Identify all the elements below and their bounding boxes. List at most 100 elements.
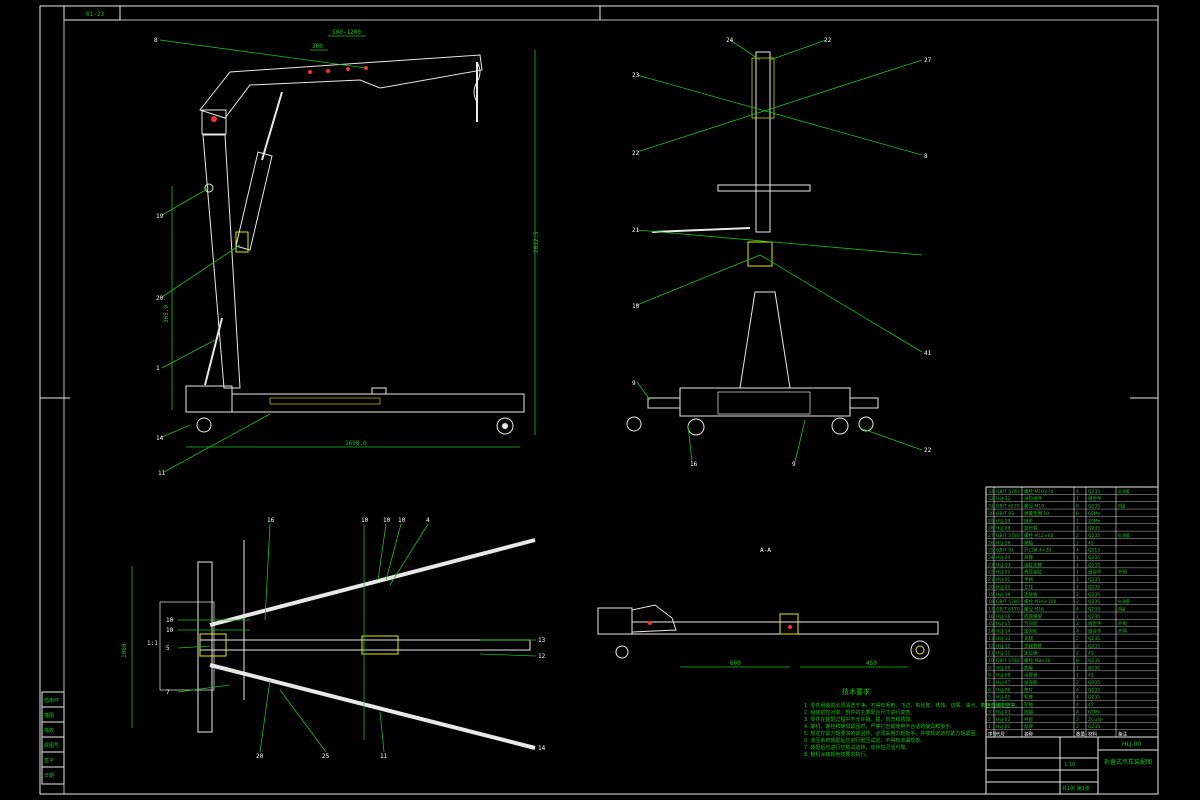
callout-number: 27 xyxy=(924,57,932,64)
front-view[interactable]: 23 22 21 10 9 24 22 27 8 41 22 16 9 xyxy=(626,37,932,468)
bom-cell: 1 xyxy=(1076,496,1079,502)
bom-cell: Q235 xyxy=(1088,607,1100,613)
bom-cell: 外购 xyxy=(1118,569,1127,576)
bom-cell: 液压油缸 xyxy=(1024,569,1042,576)
bom-cell: 16 xyxy=(988,614,994,620)
bom-cell: 底板 xyxy=(1024,664,1033,671)
ram-rod xyxy=(261,91,283,161)
callout-number: 10 xyxy=(166,617,174,624)
bom-cell: 4 xyxy=(1076,709,1079,715)
bom-cell: 4 xyxy=(1076,695,1079,701)
bom-cell: 19 xyxy=(988,592,994,598)
bom-cell: 23 xyxy=(988,562,994,568)
bom-cell: 1 xyxy=(1076,665,1079,671)
bom-cell: 2 xyxy=(1076,643,1079,649)
callout-number: 10 xyxy=(361,517,369,524)
leader xyxy=(161,187,210,216)
plan-ram-block xyxy=(199,633,227,657)
strip-label: 签字 xyxy=(44,757,54,764)
bom-cell: 衬套 xyxy=(1024,716,1033,723)
detail-caster xyxy=(615,645,629,659)
leader xyxy=(794,419,806,463)
plan-view[interactable]: 1060 1:1 16 10 10 10 4 10 10 5 7 13 12 2… xyxy=(121,517,546,760)
front-foot-left xyxy=(647,397,681,409)
title-block[interactable]: HLJ-00 折叠式吊车装配图 1:10 共1张 第1张 xyxy=(985,736,1159,795)
bom-cell: Q235 xyxy=(1088,592,1100,598)
detail-pin xyxy=(648,621,652,625)
bom-cell: GB/T 91 xyxy=(996,548,1014,554)
leg-slot xyxy=(269,397,381,405)
boom-pivot-pin xyxy=(211,116,217,122)
bom-cell: Q235 xyxy=(1088,695,1100,701)
bom-cell: 2 xyxy=(1076,592,1079,598)
bom-cell: 4 xyxy=(988,702,991,708)
dim-top-b: 500-1200 xyxy=(332,29,361,36)
bom-cell: HLJ-08 xyxy=(996,673,1011,679)
callout-number: 10 xyxy=(398,517,406,524)
bom-cell: 吊钩组件 xyxy=(1024,495,1042,502)
callout-number: 24 xyxy=(726,37,734,44)
bom-cell: 8级 xyxy=(1118,503,1126,510)
bom-cell: HLJ-03 xyxy=(996,709,1011,715)
callout-number: 22 xyxy=(824,37,832,44)
bom-cell: HLJ-09 xyxy=(996,665,1011,671)
boom-detail-view[interactable]: A-A 600 450 xyxy=(597,547,939,668)
callout-number: 9 xyxy=(632,380,636,387)
side-view[interactable]: 2012.5 365.0 1690.0 300 500-1200 8 19 20… xyxy=(154,29,540,477)
bom-cell: 65Mn xyxy=(1088,709,1101,715)
bom-cell: 弹簧垫圈 10 xyxy=(1024,510,1049,517)
drawing-sheet: 共1张 第1张 xyxy=(1062,785,1090,792)
callout-number: 22 xyxy=(632,150,640,157)
strip-label: 底图号 xyxy=(44,742,59,749)
callout-number: 16 xyxy=(267,517,275,524)
bom-cell: 8.8级 xyxy=(1118,488,1130,495)
bom-cell: 1 xyxy=(1076,555,1079,561)
bom-cell: 支腿 xyxy=(1024,635,1033,642)
detail-dim-a-text: 600 xyxy=(730,660,741,667)
bom-cell: HLJ-26 xyxy=(996,540,1011,546)
bom-cell: 组合件 xyxy=(1088,569,1102,576)
bom-cell: 27 xyxy=(988,533,994,539)
bom-cell: Q235 xyxy=(1088,577,1100,583)
tech-requirements: 技术要求 1. 零件组装前必须清洗干净，不得有毛刺、飞边、氧化皮、锈蚀、切屑、油… xyxy=(804,687,1020,758)
bom-cell: HLJ-24 xyxy=(996,555,1011,561)
callout-number: 1 xyxy=(156,365,160,372)
bom-cell: 2 xyxy=(1076,717,1079,723)
bom-cell: 3 xyxy=(988,709,991,715)
bom-cell: Q235 xyxy=(1088,614,1100,620)
bom-cell: Q235 xyxy=(1088,599,1100,605)
bom-cell: 斜撑 xyxy=(1024,723,1033,730)
leader xyxy=(279,689,327,753)
detail-wheel xyxy=(910,640,930,660)
callout-number: 14 xyxy=(538,745,546,752)
bom-cell: 6 xyxy=(1076,504,1079,510)
bom-header-cell: 代号 xyxy=(996,731,1005,738)
bom-cell: Q235 xyxy=(1088,489,1100,495)
strip-label: 描图 xyxy=(44,712,54,719)
leader xyxy=(859,427,923,451)
bom-cell: 5 xyxy=(988,695,991,701)
leader xyxy=(385,523,402,581)
bom-cell: 8 xyxy=(988,673,991,679)
callout-number: 25 xyxy=(322,753,330,760)
bom-cell: HLJ-01 xyxy=(996,724,1011,730)
bom-cell: 10 xyxy=(988,658,994,664)
callout-number: 8 xyxy=(154,37,158,44)
bom-cell: ZCuSn xyxy=(1088,717,1103,723)
bom-cell: 组合件 xyxy=(1088,495,1102,502)
corner-tag-box xyxy=(63,5,121,21)
base-handle xyxy=(371,387,387,395)
tech-line: 1. 零件组装前必须清洗干净，不得有毛刺、飞边、氧化皮、锈蚀、切屑、油污、着色剂… xyxy=(804,702,1020,709)
bom-cell: 支腿套管 xyxy=(1024,642,1042,649)
bom-cell: GB/T 5783 xyxy=(996,489,1020,495)
bom-cell: 8级 xyxy=(1118,606,1126,613)
bom-cell: 手柄 xyxy=(1024,576,1033,583)
bom-cell: 螺栓 M8×20 xyxy=(1024,657,1051,664)
bom-cell: 30 xyxy=(988,511,994,517)
bom-cell: Q235 xyxy=(1088,680,1100,686)
bom-cell: 2 xyxy=(1076,724,1079,730)
bom-cell: HLJ-06 xyxy=(996,687,1011,693)
bom-cell: 45 xyxy=(1088,702,1094,708)
